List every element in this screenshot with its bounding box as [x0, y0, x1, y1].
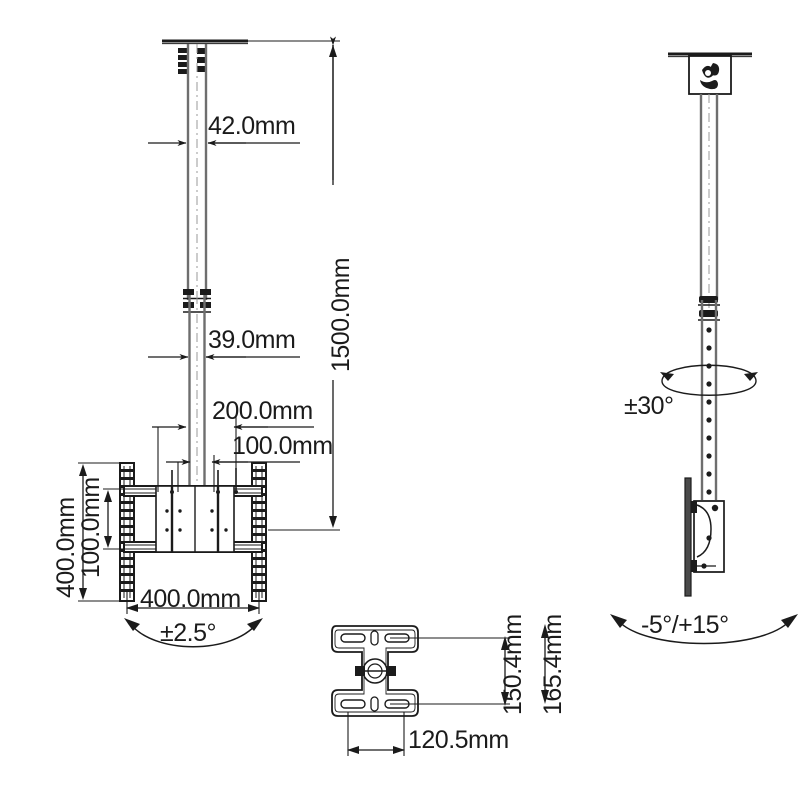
angle-label-swivel: ±30° [624, 392, 674, 420]
dimension-label-39mm: 39.0mm [208, 326, 295, 354]
angle-label-roll: ±2.5° [160, 619, 216, 647]
dimension-drop-height: 1500.0mm [206, 36, 355, 531]
dimension-label-100mm-horizontal: 100.0mm [232, 432, 333, 460]
dimension-label-200mm: 200.0mm [212, 397, 313, 425]
angle-swivel-indicator: ±30° [624, 364, 758, 420]
dimension-bracket-height-100: 100.0mm [77, 477, 156, 578]
dimension-label-1500mm: 1500.0mm [327, 258, 355, 372]
side-view: ±30° -5°/+15° [610, 52, 798, 645]
dimension-label-400mm-vertical: 400.0mm [52, 497, 80, 598]
angle-tilt-indicator: -5°/+15° [610, 611, 798, 645]
ceiling-plate-side [688, 55, 732, 95]
bracket-center-plate [155, 485, 235, 553]
angle-roll-indicator: ±2.5° [124, 618, 263, 648]
plate-center-pivot [355, 658, 396, 684]
dimension-pole-lower-width: 39.0mm [148, 326, 300, 360]
dimension-plate-width-120: 120.5mm [347, 712, 509, 756]
side-upper-pole [699, 94, 719, 308]
dimension-vesa-100: 100.0mm [166, 432, 333, 492]
front-view: 42.0mm 39.0mm 1500.0mm [52, 36, 355, 648]
dimension-pole-upper-width: 42.0mm [148, 112, 300, 146]
tilt-head-side [691, 500, 725, 573]
tv-panel-side [684, 477, 692, 597]
dimension-label-165mm: 165.4mm [539, 614, 567, 715]
dimension-plate-height-150: 150.4mm [390, 614, 527, 715]
angle-label-tilt: -5°/+15° [641, 611, 729, 639]
dimension-vesa-200: 200.0mm [152, 397, 314, 492]
plate-detail-view: 150.4mm 165.4mm 120.5mm [331, 614, 567, 756]
dimension-label-150mm: 150.4mm [499, 614, 527, 715]
dimension-label-42mm: 42.0mm [208, 112, 295, 140]
bracket-vesa-tabs [170, 468, 238, 494]
dimension-bracket-height-400: 400.0mm [52, 462, 124, 602]
bracket-right-rail [251, 462, 267, 602]
dimension-plate-height-165: 165.4mm [539, 614, 567, 715]
dimension-label-100mm-vertical: 100.0mm [77, 477, 105, 578]
dimension-bracket-width-400: 400.0mm [126, 585, 260, 614]
dimension-label-400mm-width: 400.0mm [140, 585, 241, 613]
lower-pole [188, 295, 206, 505]
side-pole-joint-fasteners [698, 296, 720, 321]
bracket-left-rail [119, 462, 135, 602]
tv-bracket-front [119, 462, 267, 602]
dimension-label-120mm: 120.5mm [408, 726, 509, 754]
upper-pole [186, 44, 208, 300]
